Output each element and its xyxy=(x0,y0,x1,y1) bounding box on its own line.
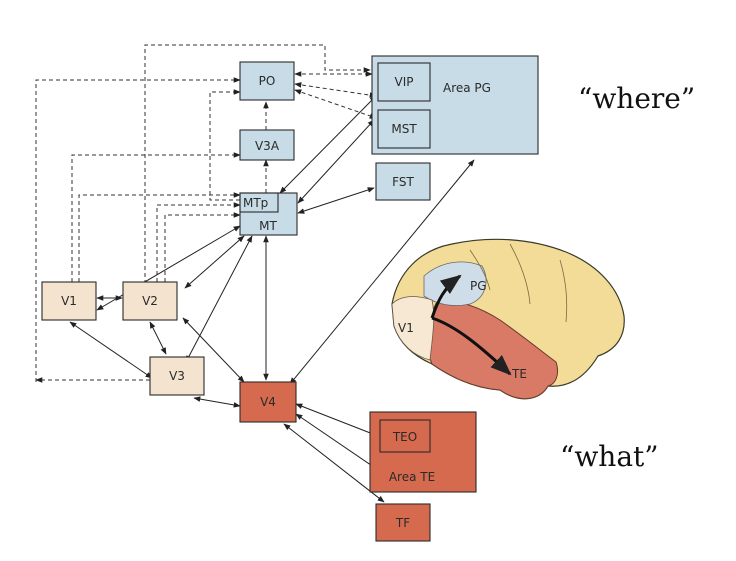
box-area-te: TEO Area TE xyxy=(369,411,477,493)
label-area-pg: Area PG xyxy=(443,81,491,95)
brain-label-v1: V1 xyxy=(398,321,414,335)
label-v3: V3 xyxy=(169,369,185,383)
label-mst: MST xyxy=(391,122,417,136)
label-vip: VIP xyxy=(395,75,414,89)
label-tf: TF xyxy=(395,516,410,530)
brain-occipital-pole xyxy=(391,296,435,361)
brain-label-pg: PG xyxy=(470,279,487,293)
box-area-pg: VIP MST Area PG xyxy=(371,55,539,155)
label-area-te: Area TE xyxy=(389,470,435,484)
label-po: PO xyxy=(259,74,276,88)
box-tf: TF xyxy=(375,503,431,542)
label-fst: FST xyxy=(392,175,414,189)
dorsal-stream-arrow xyxy=(430,274,462,319)
box-v4: V4 xyxy=(239,381,297,423)
brain-temporal-lobe xyxy=(426,299,559,400)
label-v3a: V3A xyxy=(255,139,280,153)
box-mt: MTp MT xyxy=(239,192,298,236)
where-label: “where” xyxy=(578,82,695,115)
label-v2: V2 xyxy=(142,294,158,308)
box-po: PO xyxy=(239,61,295,101)
box-v3a: V3A xyxy=(239,129,295,161)
brain-illustration: PG V1 TE xyxy=(391,238,625,400)
dashed-connections xyxy=(35,44,377,383)
label-mtp: MTp xyxy=(243,196,268,210)
box-v2: V2 xyxy=(122,281,178,321)
label-v1: V1 xyxy=(61,294,77,308)
label-teo: TEO xyxy=(392,430,417,444)
label-v4: V4 xyxy=(260,395,276,409)
brain-label-te: TE xyxy=(511,367,527,381)
label-mt: MT xyxy=(259,219,277,233)
ventral-stream-arrow xyxy=(431,316,512,376)
box-fst: FST xyxy=(375,162,431,201)
box-v1: V1 xyxy=(41,281,97,321)
box-v3: V3 xyxy=(149,356,205,396)
what-label: “what” xyxy=(560,440,659,473)
solid-connections xyxy=(69,95,475,503)
